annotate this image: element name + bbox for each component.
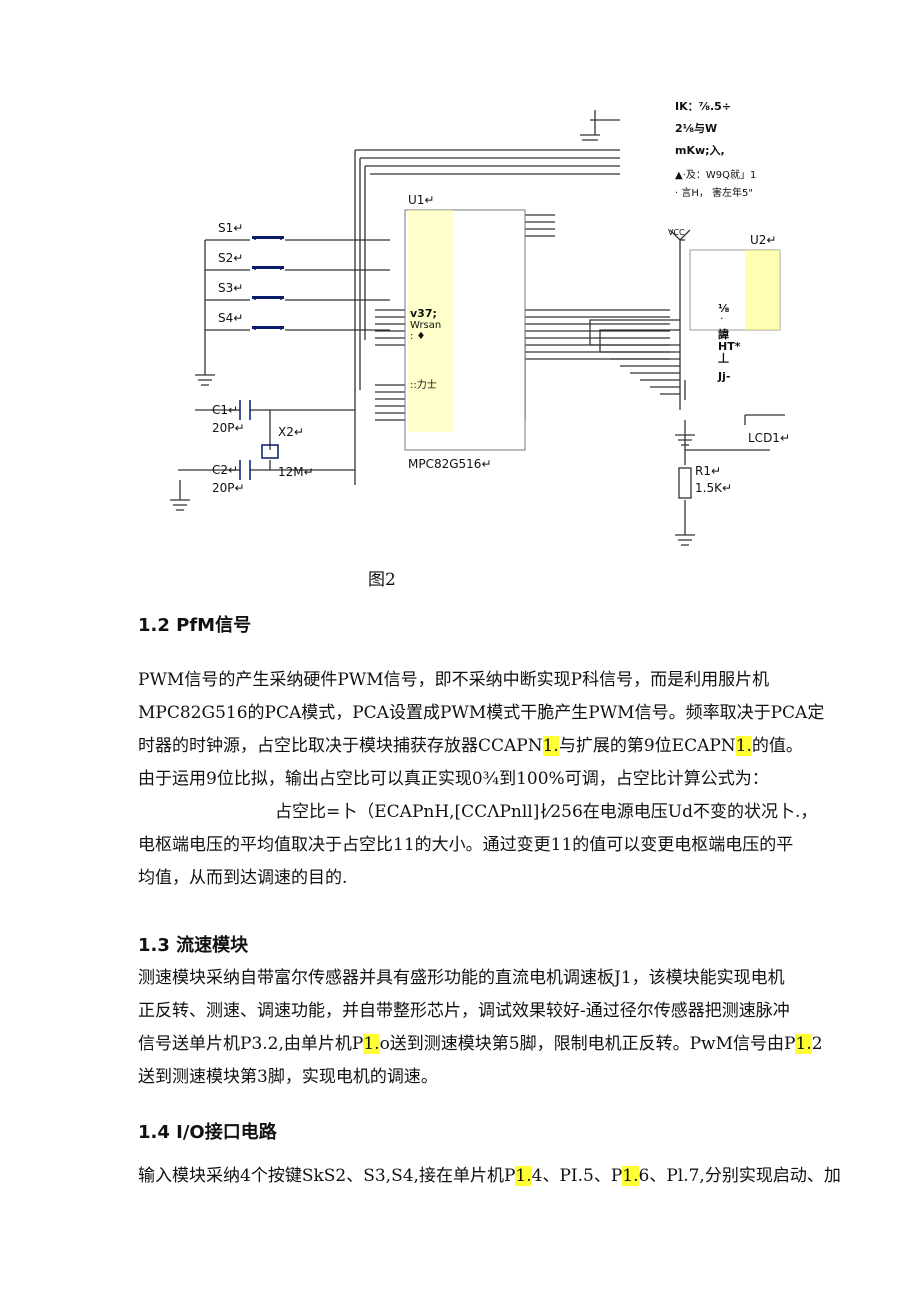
highlight-mark: 1. (735, 736, 752, 756)
para1-line-6: 电枢端电压的平均值取决于占空比11的大小。通过变更11的值可以变更电枢端电压的平 (138, 835, 794, 855)
u1-pin-text-4: ::力士 (410, 378, 437, 391)
c2-value: 20P↵ (212, 481, 245, 495)
u1-pin-text-2: Wrsan (410, 320, 441, 331)
para1-line-7: 均值，从而到达调速的目的. (138, 868, 348, 888)
note-line-2: 2⅛与W (675, 122, 717, 135)
s3-label: S3↵ (218, 281, 243, 295)
highlight-mark: 1. (622, 1166, 639, 1186)
s2-label: S2↵ (218, 251, 243, 265)
s1-label: S1↵ (218, 221, 243, 235)
heading-1-4: 1.4 I/O接口电路 (138, 1122, 277, 1143)
u2-pin-text-3: 諱 (718, 327, 729, 341)
note-line-3: mKw;入, (675, 144, 725, 157)
highlight-mark: 1. (363, 1034, 380, 1054)
x2-value: 12M↵ (278, 465, 314, 479)
para2-line-4: 送到测速模块第3脚，实现电机的调速。 (138, 1067, 438, 1087)
para2-line-3: 信号送单片机P3.2,由单片机P1.o送到测速模块第5脚，限制电机正反转。PwM… (138, 1034, 823, 1054)
para3-line-1: 输入模块采纳4个按键SkS2、S3,S4,接在单片机P1.4、PI.5、P1.6… (138, 1166, 841, 1186)
para2-line-1: 测速模块采纳自带富尔传感器并具有盛形功能的直流电机调速板J1，该模块能实现电机 (138, 968, 785, 988)
figure-caption: 图2 (368, 570, 396, 590)
u2-label: U2↵ (750, 233, 776, 247)
u2-pin-text-5: 丄 (718, 352, 729, 365)
u2-pin-text-2: · (720, 312, 724, 325)
u1-chip-label: MPC82G516↵ (408, 457, 492, 471)
c1-value: 20P↵ (212, 421, 245, 435)
s4-label: S4↵ (218, 311, 243, 325)
c2-label: C2↵ (212, 463, 238, 477)
note-line-5: · 言H， 害左年5" (675, 186, 753, 199)
paragraph-io: 输入模块采纳4个按键SkS2、S3,S4,接在单片机P1.4、PI.5、P1.6… (138, 1160, 841, 1193)
duty-cycle-formula: 占空比=卜（ECAPnH,[CCΛPnll]∤⁄256在电源电压Ud不变的状况卜… (275, 802, 818, 822)
para1-line-1: PWM信号的产生采纳硬件PWM信号，即不采纳中断实现P科信号，而是利用服片机 (138, 670, 770, 690)
paragraph-speed-module: 测速模块采纳自带富尔传感器并具有盛形功能的直流电机调速板J1，该模块能实现电机 … (138, 962, 823, 1094)
para1-line-4: 由于运用9位比拟，输出占空比可以真正实现0¾到100%可调，占空比计算公式为： (138, 769, 769, 789)
vcc-label: VCC (668, 228, 685, 237)
heading-1-2: 1.2 PfM信号 (138, 615, 252, 636)
circuit-schematic: S1↵ S2↵ S3↵ S4↵ C1↵ 20P↵ C2↵ 20P↵ X2↵ 12… (170, 90, 790, 550)
r1-value: 1.5K↵ (695, 481, 732, 495)
u1-pin-text-3: : ♦ (410, 331, 426, 342)
c1-label: C1↵ (212, 403, 238, 417)
para1-line-2: MPC82G516的PCA模式，PCA设置成PWM模式干脆产生PWM信号。频率取… (138, 703, 825, 723)
highlight-mark: 1. (542, 736, 559, 756)
para2-line-2: 正反转、测速、调速功能，并自带整形芯片，调试效果较好-通过径尔传感器把测速脉冲 (138, 1001, 790, 1021)
u1-pin-text-1: v37; (410, 307, 437, 320)
u1-label: U1↵ (408, 193, 434, 207)
x2-label: X2↵ (278, 425, 304, 439)
schematic-drawing: S1↵ S2↵ S3↵ S4↵ C1↵ 20P↵ C2↵ 20P↵ X2↵ 12… (170, 100, 790, 546)
r1-label: R1↵ (695, 464, 721, 478)
u2-pin-text-6: Jj- (717, 370, 730, 383)
heading-1-3: 1.3 流速模块 (138, 935, 249, 956)
note-line-1: IK：⅞.5÷ (675, 100, 731, 113)
u2-pin-text-1: ⅛ (718, 302, 729, 315)
highlight-mark: 1. (515, 1166, 532, 1186)
u2-pin-text-4: HT* (718, 340, 741, 353)
lcd-label: LCD1↵ (748, 431, 790, 445)
highlight-mark: 1. (795, 1034, 812, 1054)
paragraph-pwm: PWM信号的产生采纳硬件PWM信号，即不采纳中断实现P科信号，而是利用服片机 M… (138, 664, 825, 895)
para1-line-3: 时器的时钟源，占空比取决于模块捕获存放器CCAPN1.与扩展的第9位ECAPN1… (138, 736, 803, 756)
note-line-4: ▲·及：W9Q就」1 (675, 168, 756, 181)
